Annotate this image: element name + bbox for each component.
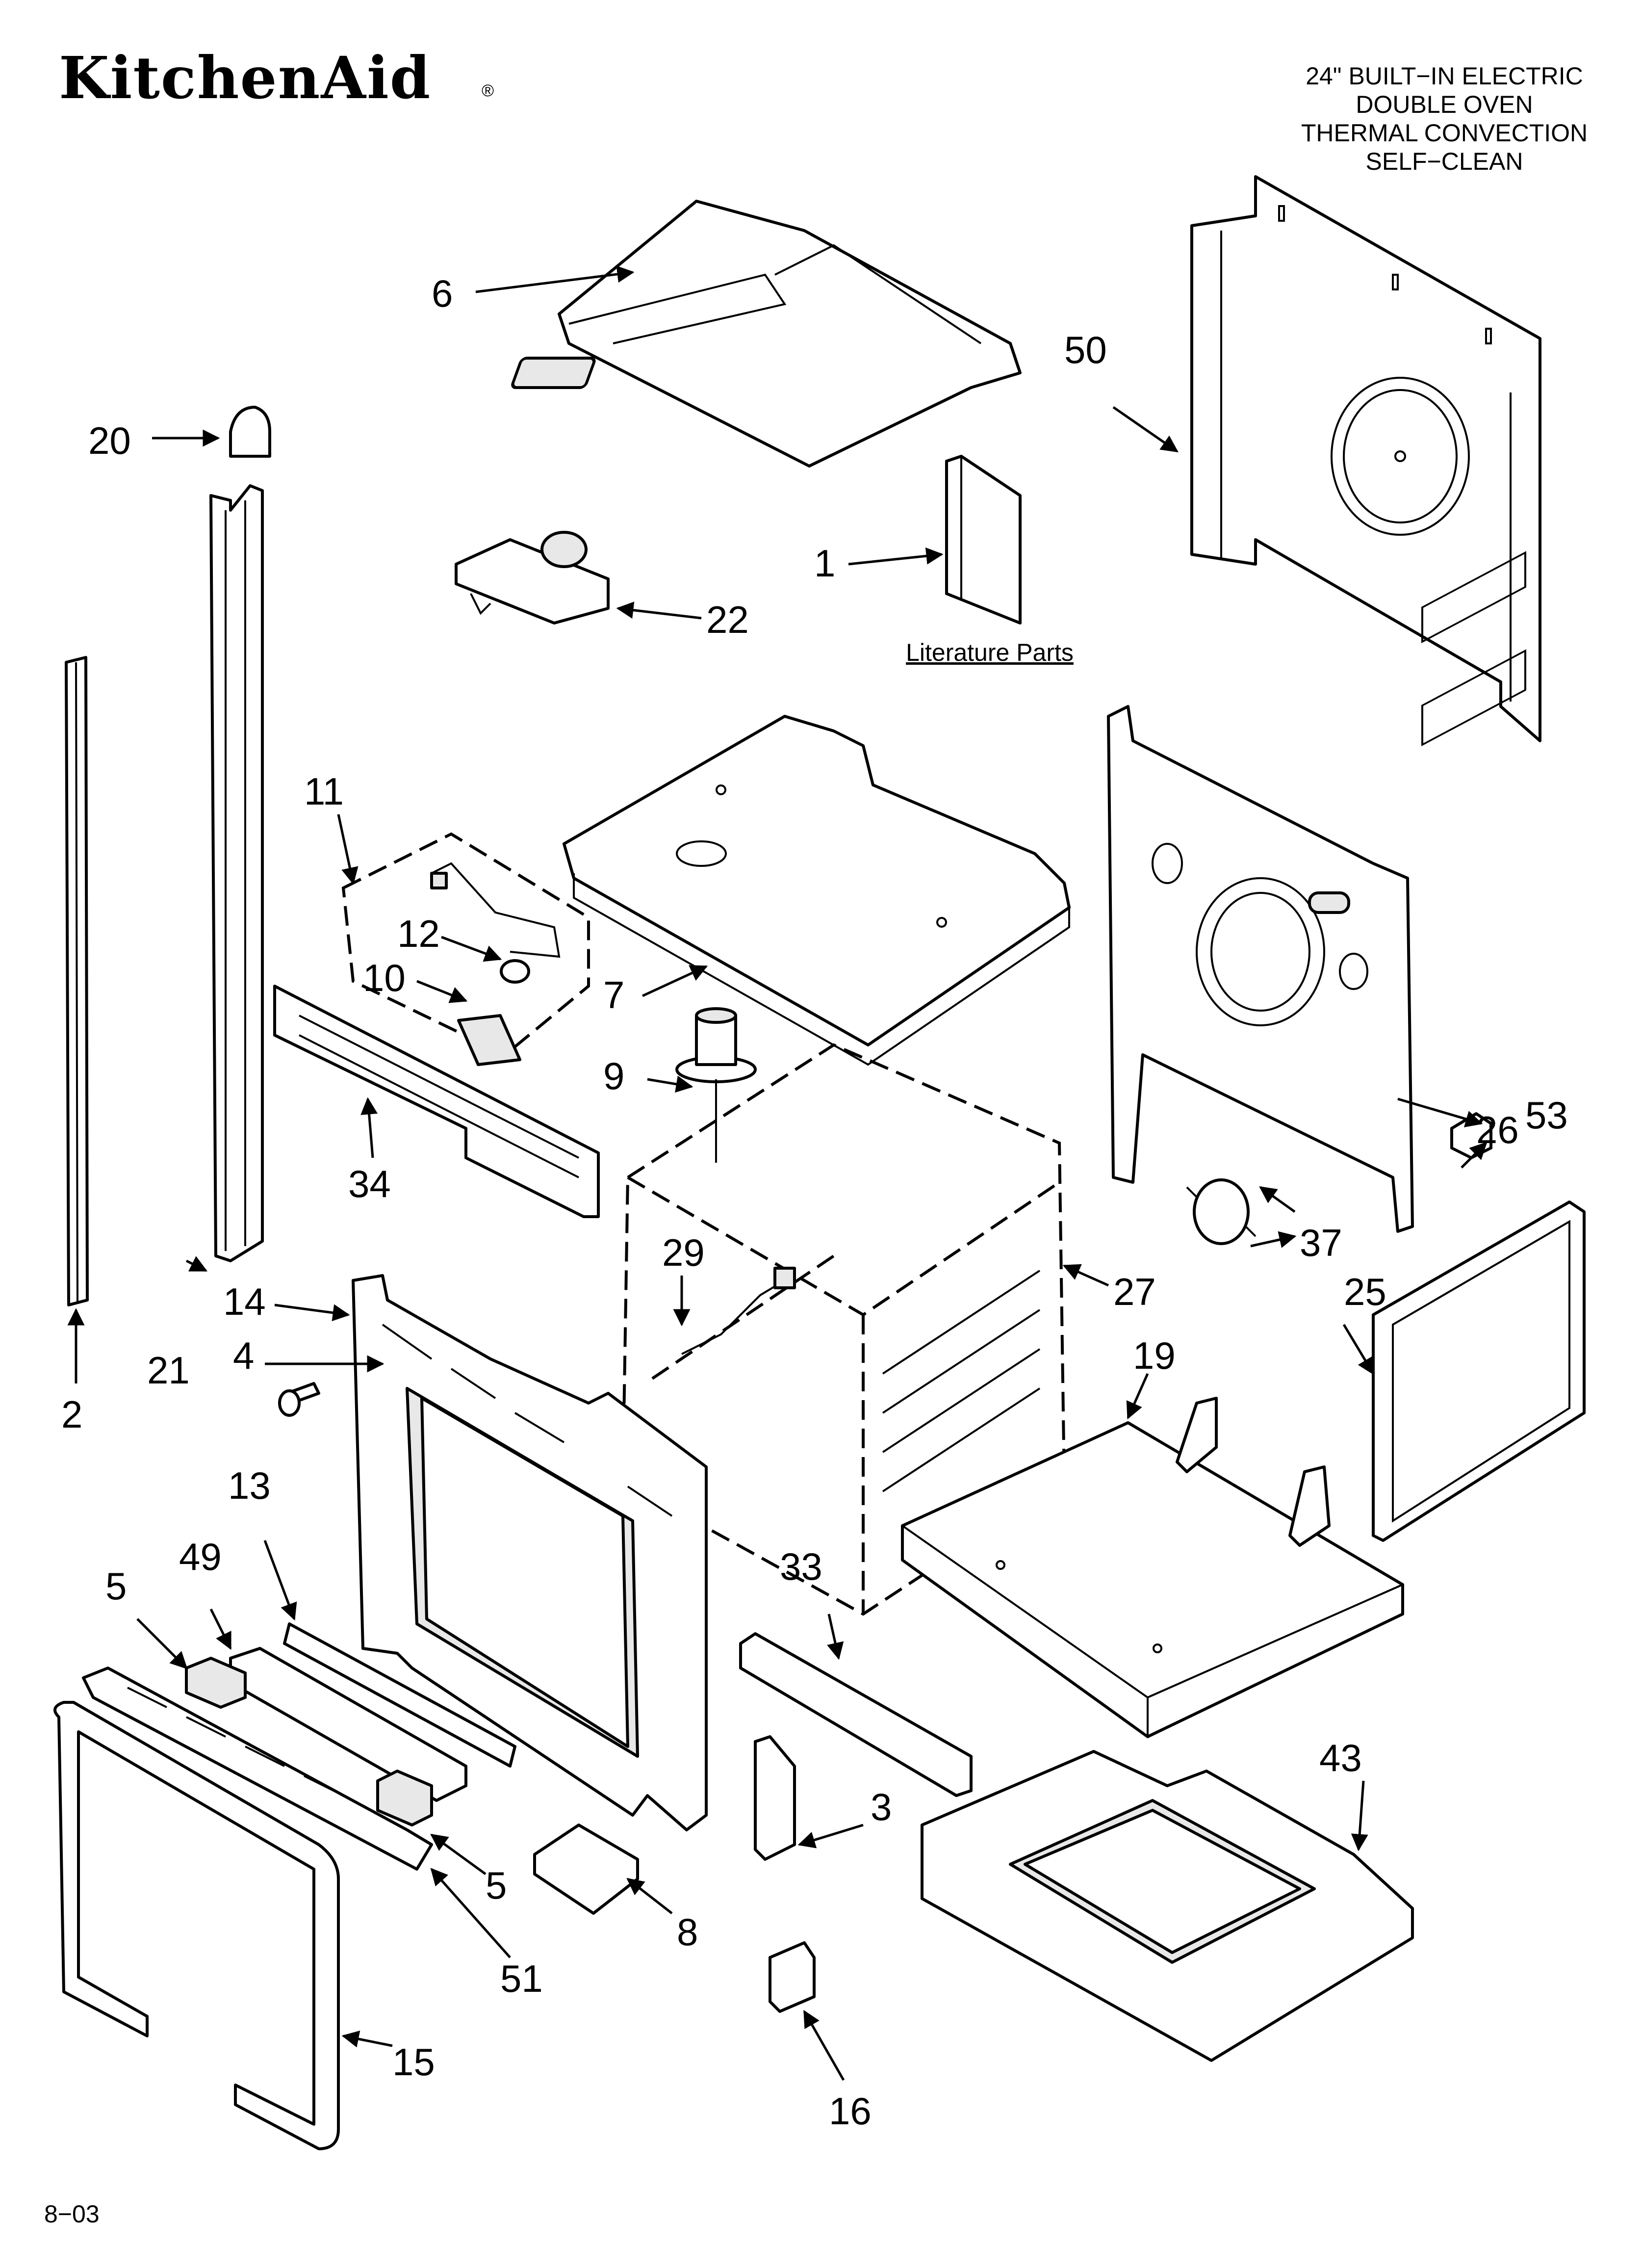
callout-labels: 6 50 20 1 22 11 12 10 7 9 34 29 27 53 26… [61, 272, 1568, 2133]
part-33-channel [739, 1632, 973, 1797]
callout-33: 33 [780, 1545, 822, 1588]
title-line-3: THERMAL CONVECTION [1301, 119, 1588, 147]
part-1-literature [945, 455, 1022, 625]
callout-13: 13 [228, 1464, 271, 1507]
callout-7: 7 [603, 973, 624, 1017]
callout-20: 20 [88, 419, 131, 462]
callout-21: 21 [147, 1349, 190, 1392]
callout-9: 9 [603, 1054, 624, 1097]
callout-2: 2 [61, 1393, 82, 1436]
callout-10: 10 [363, 956, 406, 999]
part-26-convection-panel [1107, 705, 1414, 1233]
callout-49: 49 [179, 1535, 222, 1578]
part-22-latch-assembly [455, 531, 610, 625]
part-5-spacer-top [185, 1657, 247, 1709]
callout-50: 50 [1064, 328, 1107, 371]
callout-6: 6 [432, 272, 453, 315]
callout-3: 3 [871, 1785, 892, 1828]
part-10-lens [457, 1014, 521, 1066]
callout-16: 16 [829, 2089, 872, 2133]
part-43-base-pan [921, 1750, 1414, 2062]
callout-15: 15 [392, 2040, 435, 2084]
callout-53: 53 [1525, 1094, 1568, 1137]
part-19-bottom-shelf [901, 1397, 1404, 1738]
part-5-spacer-bottom [376, 1770, 433, 1826]
part-14-door-frame [352, 1274, 708, 1831]
callout-5-top: 5 [105, 1564, 127, 1608]
callout-1: 1 [814, 542, 835, 585]
brand-logo: KitchenAid ® [59, 44, 494, 112]
callout-51: 51 [500, 1957, 543, 2000]
leader-lines [67, 265, 1488, 2081]
model-title: 24" BUILT−IN ELECTRIC DOUBLE OVEN THERMA… [1301, 62, 1588, 175]
part-21-side-trim [209, 484, 264, 1262]
title-line-4: SELF−CLEAN [1366, 148, 1523, 175]
part-8-plate [533, 1824, 639, 1915]
part-16-clip [769, 1941, 816, 2013]
part-37-thermostat [1186, 1178, 1257, 1245]
part-15-gasket [53, 1701, 340, 2150]
callout-5-bottom: 5 [486, 1864, 507, 1907]
callout-19: 19 [1133, 1334, 1176, 1377]
part-2-trim-rod [65, 656, 89, 1306]
callout-43: 43 [1319, 1736, 1362, 1779]
part-12-bulb [500, 959, 530, 984]
brand-name: KitchenAid [59, 44, 431, 112]
callout-4: 4 [233, 1334, 254, 1377]
callout-22: 22 [706, 598, 749, 641]
callout-14: 14 [223, 1280, 266, 1323]
part-3-bracket [754, 1735, 796, 1861]
part-29-sensor [681, 1267, 796, 1355]
revision-code: 8−03 [44, 2200, 100, 2228]
brand-registered-mark: ® [482, 81, 494, 100]
part-20-cap [229, 406, 271, 458]
callout-29: 29 [662, 1231, 705, 1274]
part-13-strip [283, 1622, 516, 1768]
part-25-side-panel [1372, 551, 1586, 1542]
callout-34: 34 [348, 1162, 391, 1205]
callout-8: 8 [677, 1910, 698, 1954]
callout-37: 37 [1300, 1221, 1342, 1264]
callout-26: 26 [1476, 1108, 1519, 1151]
title-line-1: 24" BUILT−IN ELECTRIC [1306, 62, 1583, 90]
part-4-screw [278, 1382, 320, 1417]
title-line-2: DOUBLE OVEN [1356, 91, 1533, 118]
callout-25: 25 [1344, 1270, 1386, 1313]
part-34-vent-grille [273, 985, 600, 1218]
part-7-top-cover [563, 715, 1071, 1066]
callout-12: 12 [397, 912, 440, 955]
callout-27: 27 [1113, 1270, 1156, 1313]
part-6-top-duct [511, 200, 1022, 468]
part-50-rear-panel [1190, 175, 1541, 742]
literature-parts-label: Literature Parts [906, 639, 1074, 666]
callout-11: 11 [304, 770, 344, 813]
part-9-motor [675, 1007, 757, 1163]
part-11-light-kit [341, 832, 590, 1066]
